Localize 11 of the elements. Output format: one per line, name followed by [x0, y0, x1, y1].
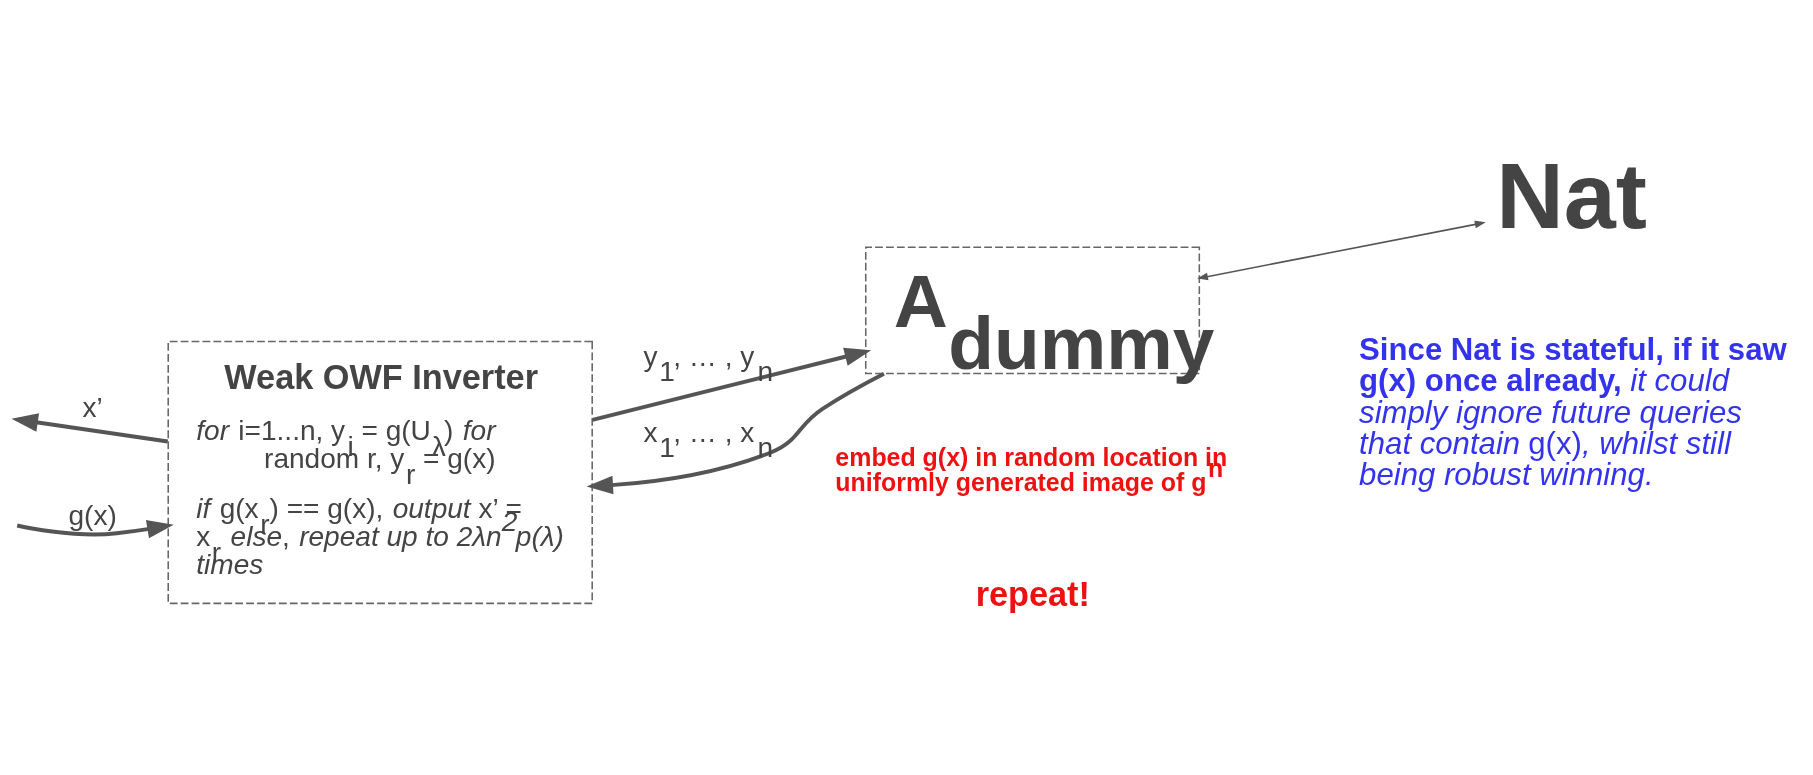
arrow	[11, 413, 169, 444]
arrow	[1197, 220, 1486, 281]
label: repeat!	[975, 574, 1090, 613]
arrow	[16, 519, 174, 539]
arrow	[592, 347, 872, 422]
label: Since Nat is stateful, if it saw g(x) once already, it could simply ignore future queries that contain g(x), whilst still being robust winning.	[1359, 332, 1787, 492]
arrow	[586, 372, 885, 495]
node-text: Nat	[1496, 142, 1647, 248]
edge-label: x’	[82, 391, 103, 423]
edge-label: g(x)	[68, 499, 117, 531]
node-label: dummy	[948, 301, 1215, 386]
